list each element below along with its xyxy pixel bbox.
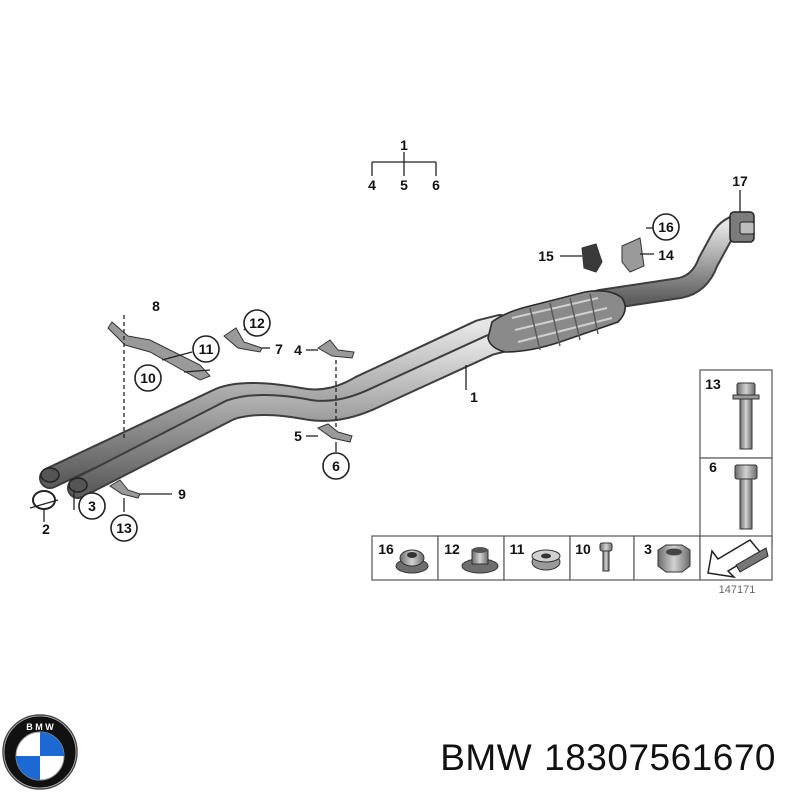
nut-12-icon [461, 547, 499, 574]
callout-1-top: 1 [400, 137, 408, 153]
part-label-13: 13 [705, 376, 721, 392]
callout-12: 12 [249, 315, 265, 331]
direction-arrow-icon [707, 539, 769, 579]
part-label-3: 3 [644, 541, 652, 557]
callout-13-circle [110, 514, 138, 542]
bolt-6-icon [734, 464, 758, 530]
part-label-11: 11 [510, 541, 525, 557]
callout-6-top: 6 [432, 177, 440, 193]
center-muffler [487, 290, 626, 353]
bolt-10-icon [599, 542, 613, 572]
callout-10-circle [134, 364, 162, 392]
callout-8: 8 [152, 298, 160, 314]
bmw-logo: B M W [2, 714, 78, 790]
brand-name: BMW [440, 737, 533, 778]
leader-lines [29, 152, 741, 522]
callout-16-circle [652, 213, 680, 241]
callout-4-top: 4 [368, 177, 376, 193]
flange-clamp [729, 211, 755, 243]
callout-3-circle [78, 492, 106, 520]
callout-6-circle [322, 452, 350, 480]
part-box-12 [437, 535, 505, 581]
callout-6: 6 [332, 458, 340, 474]
gasket-ring [32, 490, 56, 510]
callout-12-circle [243, 309, 271, 337]
bolt-13-icon [732, 382, 760, 450]
callout-14: 14 [658, 247, 674, 263]
part-label-6: 6 [709, 459, 717, 475]
part-box-6 [699, 457, 773, 547]
washer-11-icon [531, 549, 561, 571]
exhaust-pipe-assembly [39, 211, 755, 499]
callout-7: 7 [275, 341, 283, 357]
part-label-10: 10 [575, 541, 591, 557]
part-number: 18307561670 [544, 737, 776, 778]
callout-10: 10 [140, 370, 156, 386]
callout-3: 3 [88, 498, 96, 514]
callout-13: 13 [116, 520, 132, 536]
part-caption: BMW 18307561670 [440, 737, 776, 779]
callout-labels: 1 4 5 6 17 16 15 14 8 12 11 7 10 4 1 5 6… [42, 137, 748, 542]
callout-9: 9 [178, 486, 186, 502]
callout-11-circle [192, 335, 220, 363]
callout-2: 2 [42, 521, 50, 537]
callout-17: 17 [732, 173, 748, 189]
callout-15: 15 [538, 248, 554, 264]
svg-text:B M W: B M W [26, 722, 54, 732]
nut-3-icon [657, 544, 691, 573]
callout-5: 5 [294, 428, 302, 444]
hanger-brackets [107, 237, 645, 499]
callout-11: 11 [199, 341, 214, 357]
nut-16-icon [395, 549, 429, 574]
part-label-12: 12 [444, 541, 460, 557]
bottom-parts-panel: 16 12 11 10 3 [371, 535, 773, 581]
callout-1: 1 [470, 389, 478, 405]
side-parts-panel: 13 6 [699, 369, 773, 547]
catalog-number: 147171 [719, 584, 756, 596]
callout-16: 16 [658, 219, 674, 235]
part-label-16: 16 [378, 541, 394, 557]
tailpipe-right [68, 477, 88, 493]
tailpipe-left [40, 467, 60, 483]
callout-4: 4 [294, 342, 302, 358]
callout-5-top: 5 [400, 177, 408, 193]
